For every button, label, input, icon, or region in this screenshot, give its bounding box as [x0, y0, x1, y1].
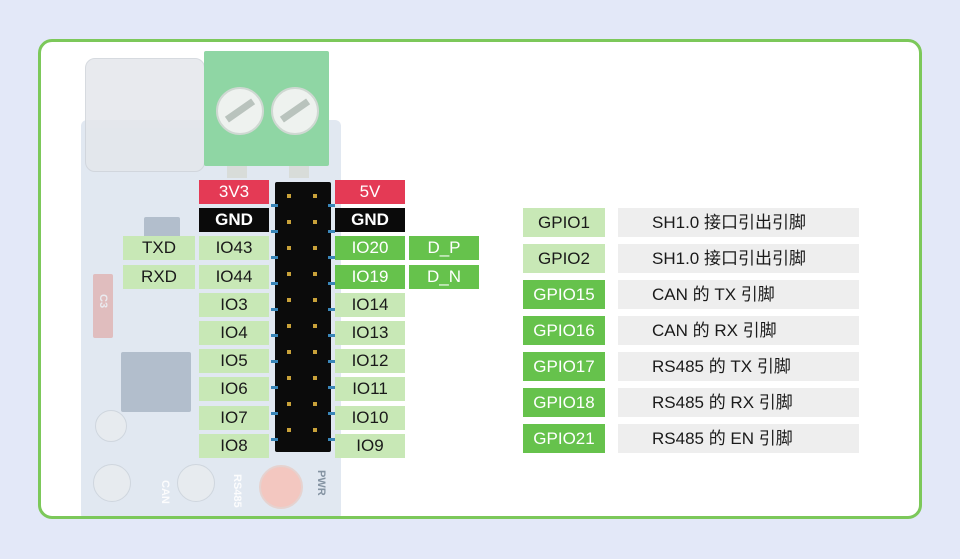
header-pin	[313, 428, 317, 432]
header-pin	[313, 402, 317, 406]
gpio-tag: GPIO17	[523, 352, 605, 381]
right-pin-label: IO19	[335, 265, 405, 289]
gpio-description: CAN 的 TX 引脚	[618, 280, 859, 309]
header-lead	[328, 230, 335, 233]
c3-label: C3	[97, 294, 109, 309]
right-pin-label: IO12	[335, 349, 405, 373]
left-pin-label: IO43	[199, 236, 269, 260]
header-pin	[287, 246, 291, 250]
rs485-label: RS485	[231, 474, 243, 508]
header-lead	[271, 412, 278, 415]
gpio-description: SH1.0 接口引出引脚	[618, 244, 859, 273]
right-pin-label: GND	[335, 208, 405, 232]
header-pin	[287, 376, 291, 380]
left-pin-label: IO7	[199, 406, 269, 430]
left-pin-label: IO4	[199, 321, 269, 345]
left-pin-label: IO6	[199, 377, 269, 401]
led-image	[177, 464, 215, 502]
gpio-tag: GPIO21	[523, 424, 605, 453]
gpio-description: RS485 的 RX 引脚	[618, 388, 859, 417]
header-pin	[287, 272, 291, 276]
gpio-tag: GPIO1	[523, 208, 605, 237]
left-pin-function: RXD	[123, 265, 195, 289]
gpio-tag: GPIO16	[523, 316, 605, 345]
right-pin-function: D_P	[409, 236, 479, 260]
header-lead	[271, 360, 278, 363]
left-pin-label: IO44	[199, 265, 269, 289]
gpio-tag: GPIO15	[523, 280, 605, 309]
antenna-connector-image	[95, 410, 127, 442]
terminal-tab	[227, 166, 247, 178]
gpio-tag: GPIO18	[523, 388, 605, 417]
header-pin	[287, 298, 291, 302]
header-pin	[287, 220, 291, 224]
header-lead	[271, 256, 278, 259]
header-pin	[287, 350, 291, 354]
header-pin	[287, 324, 291, 328]
header-lead	[271, 386, 278, 389]
power-led-image	[259, 465, 303, 509]
right-pin-label: IO14	[335, 293, 405, 317]
gpio-description: RS485 的 EN 引脚	[618, 424, 859, 453]
header-pin	[287, 194, 291, 198]
right-pin-label: IO9	[335, 434, 405, 458]
header-pin	[313, 246, 317, 250]
header-pin	[313, 272, 317, 276]
left-pin-label: IO8	[199, 434, 269, 458]
usb-c-connector-image	[85, 58, 205, 172]
right-pin-function: D_N	[409, 265, 479, 289]
header-lead	[271, 334, 278, 337]
right-pin-label: IO13	[335, 321, 405, 345]
header-lead	[328, 360, 335, 363]
led-image	[93, 464, 131, 502]
ic-chip-image	[121, 352, 191, 412]
header-lead	[328, 204, 335, 207]
left-pin-function: TXD	[123, 236, 195, 260]
terminal-tab	[289, 166, 309, 178]
left-pin-label: IO5	[199, 349, 269, 373]
header-pin	[313, 220, 317, 224]
component-image	[144, 217, 180, 239]
header-lead	[271, 230, 278, 233]
header-lead	[328, 282, 335, 285]
right-pin-label: IO20	[335, 236, 405, 260]
header-lead	[271, 308, 278, 311]
gpio-description: CAN 的 RX 引脚	[618, 316, 859, 345]
header-lead	[328, 256, 335, 259]
header-lead	[271, 438, 278, 441]
right-pin-label: IO10	[335, 406, 405, 430]
header-lead	[328, 386, 335, 389]
left-pin-label: 3V3	[199, 180, 269, 204]
screw-terminal-image	[204, 51, 329, 166]
pwr-label: PWR	[315, 470, 327, 496]
pin-header	[271, 182, 335, 452]
header-pin	[287, 428, 291, 432]
gpio-tag: GPIO2	[523, 244, 605, 273]
capacitor-image: C3	[93, 274, 113, 338]
header-lead	[271, 282, 278, 285]
gpio-description: RS485 的 TX 引脚	[618, 352, 859, 381]
header-lead	[328, 308, 335, 311]
right-pin-label: 5V	[335, 180, 405, 204]
header-pin	[313, 376, 317, 380]
can-label: CAN	[159, 480, 171, 504]
header-pin	[313, 194, 317, 198]
left-pin-label: IO3	[199, 293, 269, 317]
header-pin	[287, 402, 291, 406]
header-pin	[313, 350, 317, 354]
header-lead	[328, 438, 335, 441]
header-lead	[328, 334, 335, 337]
screw-icon	[216, 87, 264, 135]
screw-icon	[271, 87, 319, 135]
header-lead	[271, 204, 278, 207]
left-pin-label: GND	[199, 208, 269, 232]
header-pin	[313, 324, 317, 328]
right-pin-label: IO11	[335, 377, 405, 401]
header-pin	[313, 298, 317, 302]
gpio-description: SH1.0 接口引出引脚	[618, 208, 859, 237]
header-lead	[328, 412, 335, 415]
